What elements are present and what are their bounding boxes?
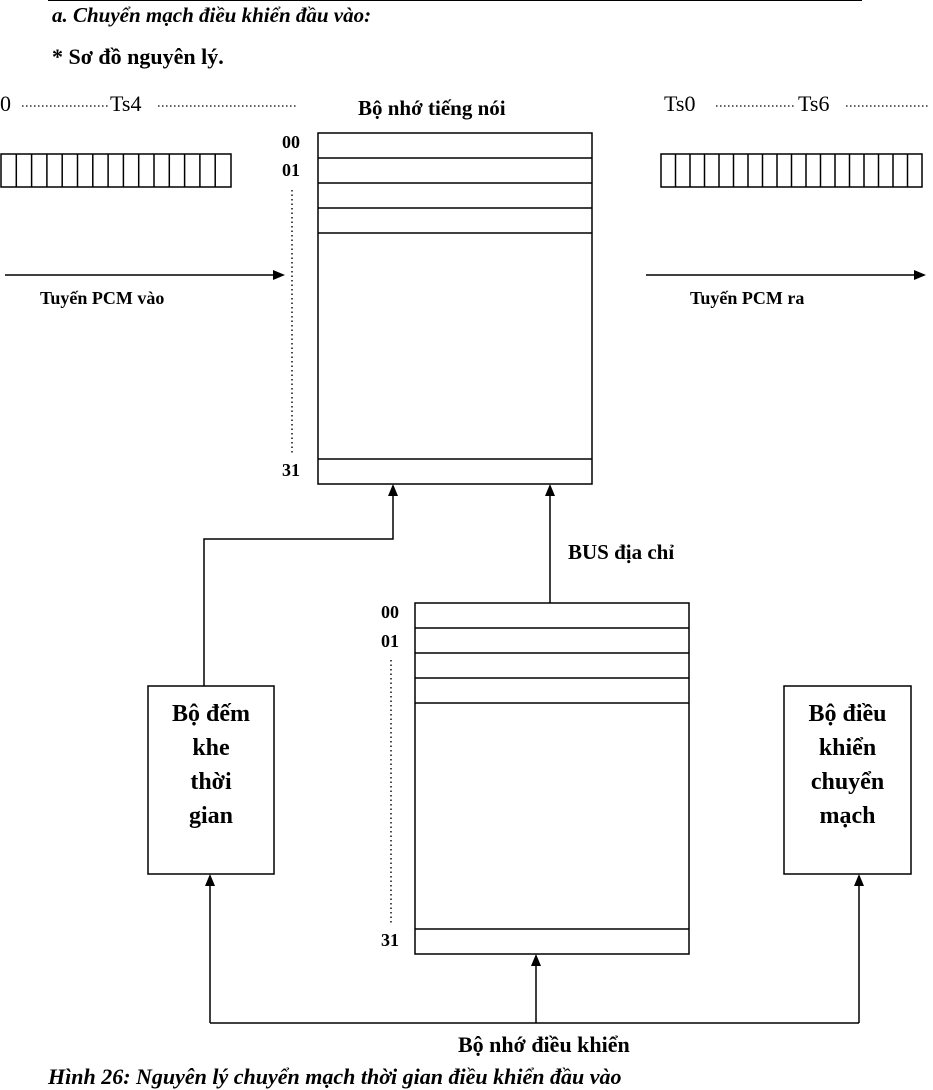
output-timeslot-left: Ts0 xyxy=(664,91,696,116)
switch-control-line-3: chuyển xyxy=(810,769,885,795)
speech-memory-title: Bộ nhớ tiếng nói xyxy=(358,96,506,120)
input-timeslot-right: Ts4 xyxy=(110,91,142,116)
speech-memory-block xyxy=(317,132,593,485)
input-frame xyxy=(0,153,232,188)
top-rule xyxy=(48,0,862,1)
speech-memory-addr-00: 00 xyxy=(282,132,300,152)
timeslot-counter-line-1: Bộ đếm xyxy=(172,701,250,727)
control-memory-title: Bộ nhớ điều khiển xyxy=(458,1032,630,1057)
timeslot-counter-box xyxy=(147,685,275,875)
timeslot-counter-line-3: thời xyxy=(190,769,232,795)
switch-control-box xyxy=(783,685,912,875)
control-memory-addr-01: 01 xyxy=(381,631,399,651)
control-memory-addr-00: 00 xyxy=(381,602,399,622)
control-memory-addr-31: 31 xyxy=(381,930,399,950)
speech-memory-addr-31: 31 xyxy=(282,460,300,480)
switch-control-line-2: khiển xyxy=(818,735,877,761)
section-heading: a. Chuyển mạch điều khiển đầu vào: xyxy=(52,3,372,27)
speech-memory-addr-01: 01 xyxy=(282,160,300,180)
output-frame xyxy=(660,153,923,188)
timeslot-counter-line-2: khe xyxy=(192,735,230,761)
output-timeslot-right: Ts6 xyxy=(798,91,830,116)
control-memory-block xyxy=(414,602,690,955)
counter-to-speech-memory-line xyxy=(203,484,398,686)
input-timeslot-left: 0 xyxy=(0,91,11,116)
timeslot-counter-line-4: gian xyxy=(188,803,233,829)
switch-control-line-1: Bộ điều xyxy=(808,701,887,727)
pcm-output-label: Tuyến PCM ra xyxy=(690,288,805,308)
timeslot-counter-label: Bộ đếm khe thời gian xyxy=(148,697,274,833)
sub-heading: * Sơ đồ nguyên lý. xyxy=(52,44,224,69)
pcm-input-label: Tuyến PCM vào xyxy=(40,288,165,308)
switch-control-label: Bộ điều khiển chuyển mạch xyxy=(784,697,911,833)
switch-control-line-4: mạch xyxy=(819,803,876,829)
address-bus-label: BUS địa chỉ xyxy=(568,540,675,564)
